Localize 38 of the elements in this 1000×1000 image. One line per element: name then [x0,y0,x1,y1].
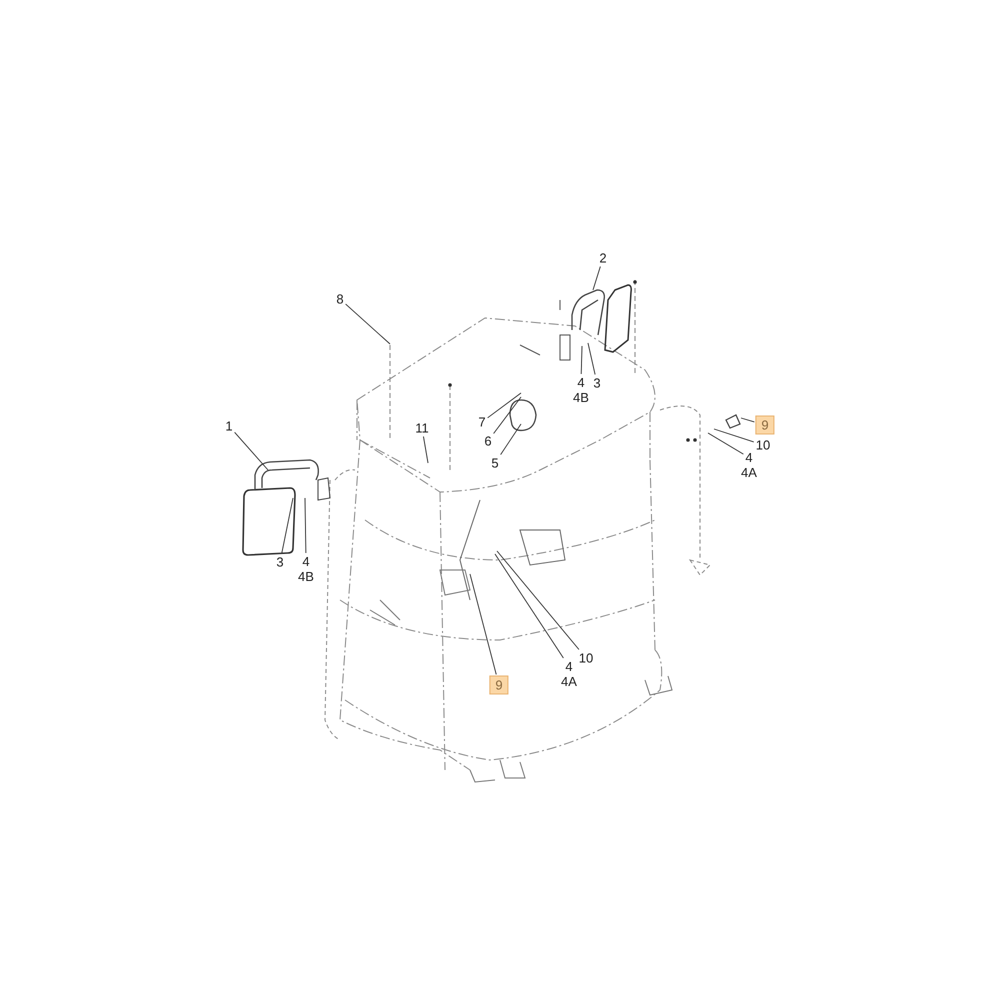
callout-number: 7 [477,414,487,430]
leader-line [281,498,294,554]
leader-line [496,550,580,650]
leader-line [493,396,522,434]
callout-number: 6 [483,434,493,448]
leader-line [580,346,582,374]
leader-line [304,498,306,554]
callout-number: 5 [490,456,500,470]
leader-line [592,266,601,290]
callout-number: 4A [560,674,578,689]
callout-number: 10 [754,438,772,452]
callout-number: 10 [578,650,594,666]
callout-number: 3 [275,554,285,570]
callout-number: 4B [572,390,590,405]
callout-number: 2 [598,250,608,266]
callout-number: 4 [744,450,754,465]
leader-line [714,428,754,442]
callout-number: 4B [297,569,315,584]
callout-number: 1 [224,418,234,434]
leader-line [740,418,755,422]
leader-line [423,436,428,464]
highlighted-callout-number: 9 [489,676,509,694]
callout-number: 4A [740,465,758,480]
leader-line [708,432,744,455]
leader-line [487,392,522,418]
leader-line [470,574,497,675]
leader-line [494,554,564,658]
callout-number: 4 [301,554,311,569]
callout-number: 8 [335,292,345,306]
highlighted-callout-number: 9 [755,416,775,434]
callout-number: 4 [576,375,586,390]
callout-number: 4 [564,659,574,674]
callout-number: 3 [592,376,602,390]
leader-line [234,432,268,470]
leader-line [588,342,596,375]
callout-number: 11 [414,420,430,436]
leader-line [500,424,522,456]
leader-line [345,304,390,344]
